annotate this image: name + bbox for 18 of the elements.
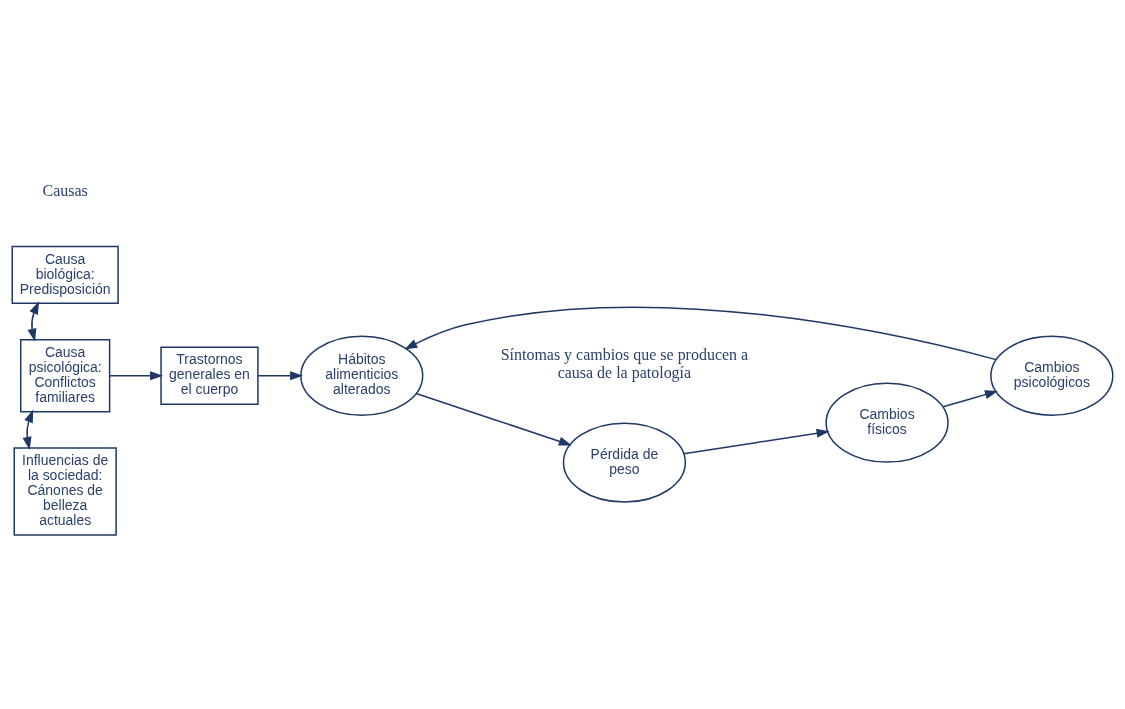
node-box: Trastornos generales en el cuerpo: [160, 346, 259, 405]
node-ellipse: Cambios físicos: [825, 382, 949, 463]
label: Causas: [42, 181, 88, 199]
arrow: [22, 409, 34, 450]
node-box: Causa biológica: Predisposición: [11, 245, 119, 305]
node-ellipse: Hábitos alimenticios alterados: [300, 335, 424, 416]
arrow: [108, 371, 164, 381]
label: Síntomas y cambios que se producen a causa de la patología: [500, 345, 749, 381]
arrow: [683, 428, 830, 455]
arrow: [257, 371, 304, 381]
node-ellipse: Pérdida de peso: [562, 422, 687, 503]
arrow: [415, 392, 572, 446]
arrow: [942, 390, 998, 408]
node-ellipse: Cambios psicológicos: [990, 335, 1114, 416]
arrow: [404, 306, 997, 361]
arrow: [27, 301, 40, 342]
node-box: Influencias de la sociedad: Cánones de belleza actuales: [13, 447, 117, 536]
node-box: Causa psicológica: Conflictos familiares: [20, 339, 111, 413]
